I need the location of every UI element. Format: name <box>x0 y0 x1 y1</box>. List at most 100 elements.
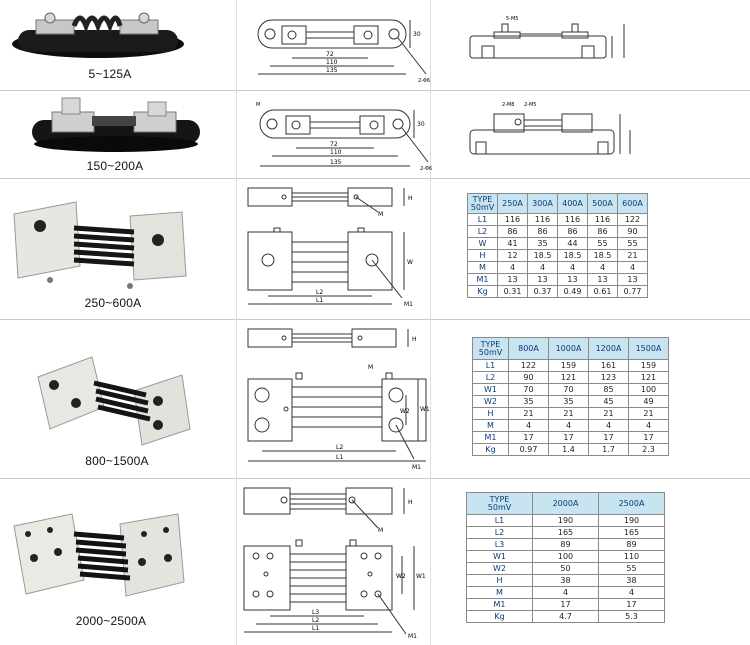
row-label: M <box>467 261 498 274</box>
table-cell: 18.5 <box>557 249 588 262</box>
table-cell: 122 <box>617 213 648 226</box>
table-cell: 116 <box>497 213 528 226</box>
shunt-drawing-250a: M H L2 L1 W M1 <box>247 187 413 308</box>
table-cell: 2.3 <box>628 443 669 456</box>
table-cell: 4 <box>598 586 665 599</box>
column-header: 500A <box>587 193 618 214</box>
row-divider <box>0 178 750 179</box>
row-label: L3 <box>466 538 533 551</box>
table-cell: 159 <box>548 359 589 372</box>
row-divider <box>0 90 750 91</box>
table-cell: 123 <box>588 371 629 384</box>
table-cell: 159 <box>628 359 669 372</box>
column-divider <box>236 0 237 645</box>
table-cell: 1.4 <box>548 443 589 456</box>
table-cell: 35 <box>527 237 558 250</box>
row-label: W1 <box>466 550 533 563</box>
side-view-drawing: 2-M8 2-M5 <box>469 102 631 155</box>
table-cell: 0.31 <box>497 285 528 298</box>
product-caption: 150~200A <box>86 159 144 173</box>
table-cell: 4 <box>532 586 599 599</box>
table-cell: 4 <box>617 261 648 274</box>
table-cell: 4 <box>497 261 528 274</box>
dim-w1: W1 <box>416 573 426 580</box>
table-cell: 18.5 <box>587 249 618 262</box>
row-label: L2 <box>466 526 533 539</box>
shunt-photo-2000a <box>13 513 185 597</box>
top-view-drawing: M 72 110 135 30 2-Φ6 <box>256 102 432 172</box>
row-label: L1 <box>472 359 509 372</box>
table-cell: 0.77 <box>617 285 648 298</box>
table-cell: 4 <box>548 419 589 432</box>
table-cell: 100 <box>532 550 599 563</box>
table-cell: 85 <box>588 383 629 396</box>
table-cell: 17 <box>548 431 589 444</box>
product-row-800-1500a: 800~1500A H M L2 L1 W2 W1 M1 <box>0 319 750 478</box>
dim-h: 30 <box>417 121 425 128</box>
dim-m5: 2-M5 <box>524 102 536 108</box>
table-cell: 161 <box>588 359 629 372</box>
table-cell: 4 <box>587 261 618 274</box>
shunt-drawing-800a: H M L2 L1 W2 W1 M1 <box>247 328 430 471</box>
table-cell: 55 <box>587 237 618 250</box>
dim-l2: L2 <box>312 617 319 624</box>
product-row-150-200a: 150~200A M 72 110 135 30 2-Φ6 2-M8 2- <box>0 90 750 178</box>
dim-l2: L2 <box>336 444 343 451</box>
dim-m: 5-M5 <box>506 16 518 22</box>
dim-w1: W1 <box>420 406 430 413</box>
table-cell: 21 <box>617 249 648 262</box>
row-label: H <box>466 574 533 587</box>
row-label: Kg <box>466 610 533 623</box>
dim-m1: M1 <box>412 464 421 471</box>
row-label: L1 <box>467 213 498 226</box>
table-cell: 190 <box>598 514 665 527</box>
dim-m: M <box>368 364 373 371</box>
product-caption: 2000~2500A <box>75 614 147 628</box>
table-cell: 86 <box>557 225 588 238</box>
column-header: 2500A <box>598 492 665 515</box>
shunt-photo-250a <box>13 201 187 289</box>
shunt-photo-small <box>12 12 184 58</box>
table-cell: 0.61 <box>587 285 618 298</box>
table-cell: 21 <box>588 407 629 420</box>
dim-m: M <box>378 211 383 218</box>
table-cell: 86 <box>527 225 558 238</box>
dim-d2: 110 <box>326 59 338 66</box>
table-cell: 5.3 <box>598 610 665 623</box>
product-caption: 250~600A <box>84 296 142 310</box>
dim-h: H <box>408 499 413 506</box>
table-cell: 21 <box>628 407 669 420</box>
dim-l2: L2 <box>316 289 323 296</box>
table-cell: 116 <box>587 213 618 226</box>
row-label: M1 <box>467 273 498 286</box>
table-cell: 86 <box>497 225 528 238</box>
row-label: L2 <box>472 371 509 384</box>
row-label: M1 <box>466 598 533 611</box>
column-header: 600A <box>617 193 648 214</box>
table-cell: 4.7 <box>532 610 599 623</box>
dim-w: W <box>407 259 413 266</box>
table-cell: 89 <box>532 538 599 551</box>
table-cell: 70 <box>548 383 589 396</box>
table-cell: 116 <box>557 213 588 226</box>
dim-d3: 135 <box>330 159 342 166</box>
column-header: 300A <box>527 193 558 214</box>
dim-m1: M1 <box>408 633 417 640</box>
dim-m1: M1 <box>404 301 413 308</box>
table-cell: 89 <box>598 538 665 551</box>
